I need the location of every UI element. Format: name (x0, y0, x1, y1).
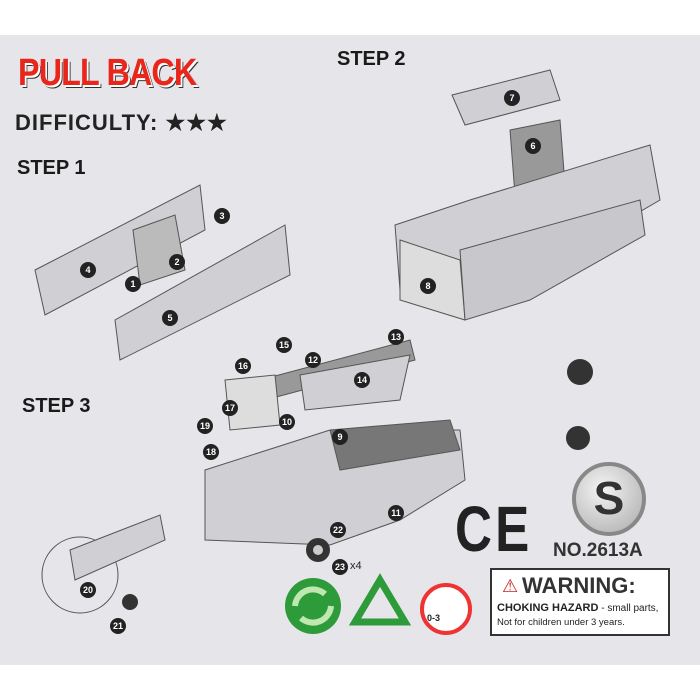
part-badge-6: 6 (525, 138, 541, 154)
warning-line-2: Not for children under 3 years. (497, 617, 625, 628)
wheel-quantity: x4 (350, 560, 362, 572)
star-icons: ★★★ (165, 110, 228, 135)
part-badge-21: 21 (110, 618, 126, 634)
warning-triangle-icon: ⚠ (502, 576, 519, 596)
part-badge-14: 14 (354, 372, 370, 388)
ce-mark: CE (455, 493, 533, 565)
part-badge-15: 15 (276, 337, 292, 353)
part-badge-3: 3 (214, 208, 230, 224)
part-badge-17: 17 (222, 400, 238, 416)
step-1-parts (34, 184, 291, 361)
part-badge-11: 11 (388, 505, 404, 521)
warning-title: WARNING: (522, 573, 636, 598)
part-badge-2: 2 (169, 254, 185, 270)
recycle-icons (285, 573, 412, 634)
step-1-label: STEP 1 (17, 157, 86, 179)
age-restriction-icon: 0-3 (420, 583, 472, 635)
part-badge-13: 13 (388, 329, 404, 345)
warning-box: ⚠ WARNING: CHOKING HAZARD - small parts,… (490, 568, 670, 636)
warning-line-1: CHOKING HAZARD - small parts, (497, 602, 658, 614)
age-label: 0-3 (427, 613, 441, 623)
part-badge-22: 22 (330, 522, 346, 538)
part-badge-20: 20 (80, 582, 96, 598)
part-badge-9: 9 (332, 429, 348, 445)
part-badge-19: 19 (197, 418, 213, 434)
part-badge-10: 10 (279, 414, 295, 430)
wheel-icons (122, 359, 593, 610)
part-badge-1: 1 (125, 276, 141, 292)
part-badge-23: 23 (332, 559, 348, 575)
part-badge-4: 4 (80, 262, 96, 278)
part-badge-12: 12 (305, 352, 321, 368)
part-badge-5: 5 (162, 310, 178, 326)
difficulty-rating: DIFFICULTY: ★★★ (15, 110, 228, 136)
part-badge-7: 7 (504, 90, 520, 106)
step-3-parts (41, 339, 466, 614)
step-3-label: STEP 3 (22, 395, 91, 417)
difficulty-label: DIFFICULTY: (15, 110, 159, 135)
part-badge-8: 8 (420, 278, 436, 294)
model-number: NO.2613A (553, 540, 643, 561)
part-badge-18: 18 (203, 444, 219, 460)
choking-hazard: CHOKING HAZARD (497, 602, 599, 614)
product-title: PULL BACK (18, 52, 197, 94)
part-badge-16: 16 (235, 358, 251, 374)
step-2-label: STEP 2 (337, 48, 406, 70)
s-mark-logo: S (572, 462, 646, 536)
warning-small-parts: - small parts, (598, 603, 659, 614)
